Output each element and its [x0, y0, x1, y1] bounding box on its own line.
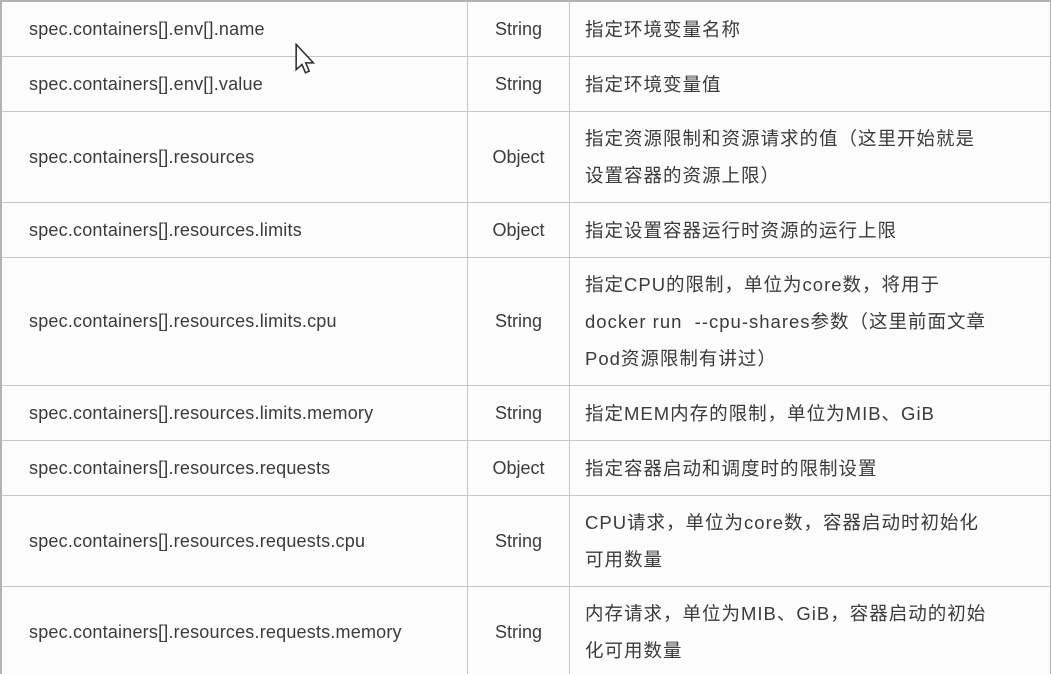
table-row: spec.containers[].resources.limits Objec… — [2, 203, 1050, 258]
type-cell: String — [468, 386, 570, 440]
type-cell: String — [468, 496, 570, 586]
description-cell: 指定CPU的限制，单位为core数，将用于 docker run --cpu-s… — [585, 274, 987, 369]
description-cell: CPU请求，单位为core数，容器启动时初始化 可用数量 — [585, 512, 980, 570]
field-name-cell: spec.containers[].resources.requests — [2, 441, 468, 495]
description-cell: 指定容器启动和调度时的限制设置 — [585, 457, 878, 479]
field-name-cell: spec.containers[].resources.limits.memor… — [2, 386, 468, 440]
type-cell: Object — [468, 112, 570, 202]
type-cell: Object — [468, 203, 570, 257]
type-cell: String — [468, 258, 570, 385]
table-row: spec.containers[].resources.requests.mem… — [2, 587, 1050, 674]
table-row: spec.containers[].resources Object 指定资源限… — [2, 112, 1050, 203]
table-row: spec.containers[].env[].name String 指定环境… — [2, 2, 1050, 57]
table-row: spec.containers[].resources.requests Obj… — [2, 441, 1050, 496]
table-row: spec.containers[].resources.limits.memor… — [2, 386, 1050, 441]
field-name-cell: spec.containers[].env[].value — [2, 57, 468, 111]
description-cell: 指定资源限制和资源请求的值（这里开始就是 设置容器的资源上限） — [585, 128, 976, 186]
field-name-cell: spec.containers[].resources.requests.mem… — [2, 587, 468, 674]
type-cell: String — [468, 2, 570, 56]
field-name-cell: spec.containers[].env[].name — [2, 2, 468, 56]
description-cell: 指定设置容器运行时资源的运行上限 — [585, 219, 898, 241]
field-name-cell: spec.containers[].resources.limits.cpu — [2, 258, 468, 385]
type-cell: String — [468, 57, 570, 111]
table-row: spec.containers[].resources.limits.cpu S… — [2, 258, 1050, 386]
field-name-cell: spec.containers[].resources.requests.cpu — [2, 496, 468, 586]
table-row: spec.containers[].env[].value String 指定环… — [2, 57, 1050, 112]
description-cell: 指定环境变量值 — [585, 73, 722, 95]
description-cell: 内存请求，单位为MIB、GiB，容器启动的初始 化可用数量 — [585, 603, 987, 661]
field-name-cell: spec.containers[].resources.limits — [2, 203, 468, 257]
table-row: spec.containers[].resources.requests.cpu… — [2, 496, 1050, 587]
description-cell: 指定MEM内存的限制，单位为MIB、GiB — [585, 402, 935, 424]
field-name-cell: spec.containers[].resources — [2, 112, 468, 202]
type-cell: Object — [468, 441, 570, 495]
description-cell: 指定环境变量名称 — [585, 18, 742, 40]
type-cell: String — [468, 587, 570, 674]
